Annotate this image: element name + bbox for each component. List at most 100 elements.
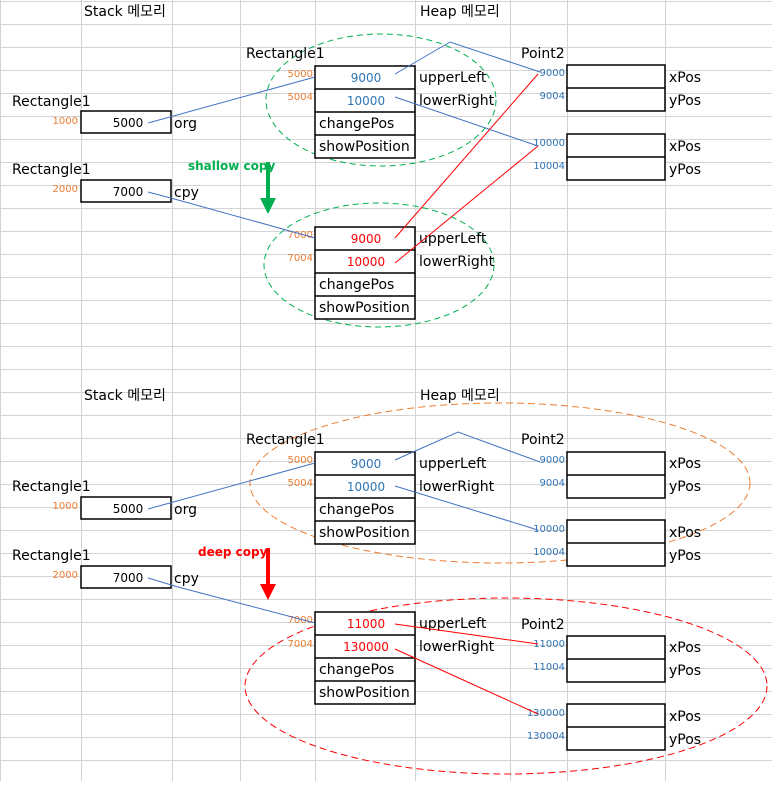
method-name: showPosition <box>319 685 410 701</box>
heap-address: 5004 <box>288 478 313 489</box>
point-field: yPos <box>669 732 701 748</box>
point-address: 9000 <box>540 68 565 79</box>
pointer-value: 10000 <box>347 480 385 494</box>
stack-var-name: cpy <box>174 185 199 201</box>
point-class-label: Point2 <box>521 46 565 62</box>
heap-address: 5000 <box>288 69 313 80</box>
point-address: 11000 <box>533 639 565 650</box>
point-field: yPos <box>669 548 701 564</box>
stack-class-label: Rectangle1 <box>12 548 91 564</box>
reference-line <box>177 199 316 239</box>
stack-var-name: cpy <box>174 571 199 587</box>
point-address: 9004 <box>540 478 565 489</box>
field-name: upperLeft <box>419 616 487 632</box>
stack-cell <box>80 179 172 203</box>
pointer-value: 10000 <box>347 94 385 108</box>
pointer-value: 9000 <box>351 457 382 471</box>
stack-address: 1000 <box>53 501 78 512</box>
point-field: xPos <box>669 525 701 541</box>
point-address: 130004 <box>527 731 565 742</box>
stack-address: 1000 <box>53 116 78 127</box>
pointer-value: 130000 <box>343 640 389 654</box>
point-field: xPos <box>669 709 701 725</box>
method-name: showPosition <box>319 525 410 541</box>
heap-address: 7000 <box>288 230 313 241</box>
stack-address: 2000 <box>53 570 78 581</box>
point-address: 10004 <box>533 161 565 172</box>
heap-group-ellipse <box>249 402 751 564</box>
method-name: changePos <box>319 277 394 293</box>
heap-address: 7004 <box>288 253 313 264</box>
heap-address: 7000 <box>288 615 313 626</box>
shallow-copy-section: Stack 메모리 Heap 메모리 Rectangle1 1000 5000 … <box>12 4 701 328</box>
stack-class-label: Rectangle1 <box>12 162 91 178</box>
heap-memory-header: Heap 메모리 <box>420 4 500 20</box>
pointer-value: 11000 <box>347 617 385 631</box>
reference-line <box>394 485 539 531</box>
stack-memory-header: Stack 메모리 <box>84 4 166 20</box>
pointer-value: 9000 <box>351 71 382 85</box>
point-class-label: Point2 <box>521 432 565 448</box>
stack-memory-header: Stack 메모리 <box>84 388 166 404</box>
reference-line <box>394 41 541 75</box>
stack-value: 5000 <box>113 502 144 516</box>
shared-reference-line <box>394 73 539 239</box>
heap-object-ellipse <box>265 33 497 167</box>
point-address: 10004 <box>533 547 565 558</box>
point-field: yPos <box>669 93 701 109</box>
reference-line <box>147 191 179 201</box>
point-field: xPos <box>669 139 701 155</box>
field-name: lowerRight <box>419 479 495 495</box>
copy-label: shallow copy <box>188 159 275 173</box>
point-field: yPos <box>669 162 701 178</box>
point-field: xPos <box>669 70 701 86</box>
stack-var-name: org <box>174 502 197 518</box>
heap-memory-header: Heap 메모리 <box>420 388 500 404</box>
stack-class-label: Rectangle1 <box>12 479 91 495</box>
heap-address: 5000 <box>288 455 313 466</box>
pointer-value: 10000 <box>347 255 385 269</box>
deep-reference-line <box>394 623 539 645</box>
heap-group-ellipse <box>244 597 768 775</box>
stack-cell <box>80 110 172 134</box>
point-address: 9004 <box>540 91 565 102</box>
reference-line <box>147 462 316 510</box>
field-name: lowerRight <box>419 93 495 109</box>
reference-line <box>147 577 179 588</box>
stack-class-label: Rectangle1 <box>12 94 91 110</box>
field-name: upperLeft <box>419 456 487 472</box>
stack-address: 2000 <box>53 184 78 195</box>
stack-value: 7000 <box>113 571 144 585</box>
point-address: 10000 <box>533 138 565 149</box>
method-name: showPosition <box>319 300 410 316</box>
pointer-value: 9000 <box>351 232 382 246</box>
deep-copy-section: Stack 메모리 Heap 메모리 Rectangle1 1000 5000 … <box>12 388 768 775</box>
point-field: yPos <box>669 663 701 679</box>
copy-arrow-head <box>260 198 276 214</box>
field-name: lowerRight <box>419 639 495 655</box>
stack-var-name: org <box>174 116 197 132</box>
point-class-label: Point2 <box>521 617 565 633</box>
reference-line <box>394 431 541 463</box>
stack-cell <box>80 496 172 520</box>
point-address: 9000 <box>540 455 565 466</box>
point-address: 10000 <box>533 524 565 535</box>
stack-value: 7000 <box>113 185 144 199</box>
heap-class-label: Rectangle1 <box>246 46 325 62</box>
point-field: xPos <box>669 640 701 656</box>
field-name: upperLeft <box>419 231 487 247</box>
deep-reference-line <box>394 648 539 715</box>
heap-address: 7004 <box>288 639 313 650</box>
field-name: lowerRight <box>419 254 495 270</box>
shared-reference-line <box>394 145 539 264</box>
copy-arrow-head <box>260 584 276 600</box>
point-address: 11004 <box>533 662 565 673</box>
heap-address: 5004 <box>288 92 313 103</box>
point-address: 130000 <box>527 708 565 719</box>
stack-value: 5000 <box>113 116 144 130</box>
method-name: changePos <box>319 662 394 678</box>
copy-label: deep copy <box>198 545 268 559</box>
reference-line <box>177 586 316 624</box>
